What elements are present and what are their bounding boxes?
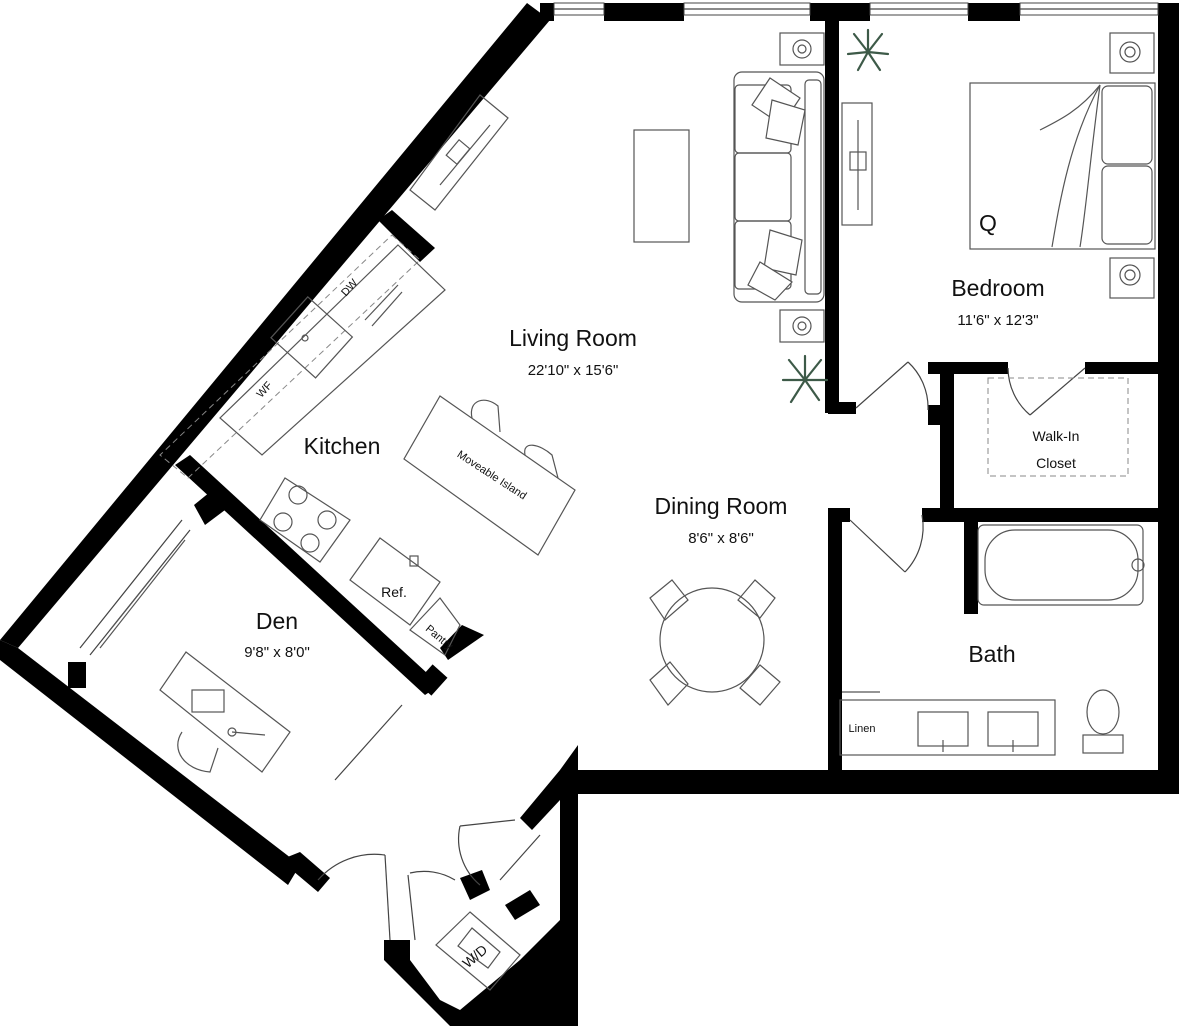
room-dims-living: 22'10" x 15'6" bbox=[528, 362, 619, 379]
walls bbox=[0, 3, 1179, 1026]
room-dims-bedroom: 11'6" x 12'3" bbox=[957, 312, 1038, 329]
doors bbox=[317, 361, 1086, 941]
furniture bbox=[99, 28, 1156, 991]
room-name-dining: Dining Room bbox=[655, 493, 788, 519]
island-label: Moveable Island bbox=[455, 449, 529, 503]
room-name-bath: Bath bbox=[968, 641, 1015, 667]
labels: Living Room 22'10" x 15'6" Bedroom 11'6"… bbox=[244, 210, 1079, 971]
washer-dryer bbox=[435, 911, 521, 991]
room-dims-den: 9'8" x 8'0" bbox=[244, 644, 310, 661]
room-name-den: Den bbox=[256, 608, 298, 634]
water-filter-label: WF bbox=[255, 379, 276, 400]
closet-label-line1: Walk-In bbox=[1033, 428, 1080, 444]
bed bbox=[969, 82, 1156, 250]
room-dims-dining: 8'6" x 8'6" bbox=[688, 530, 754, 547]
dining-table bbox=[649, 579, 781, 706]
closet-label-line2: Closet bbox=[1036, 455, 1076, 471]
dishwasher-label: DW bbox=[339, 277, 361, 299]
moveable-island bbox=[403, 395, 576, 556]
plant-icon bbox=[846, 28, 890, 72]
fridge-label: Ref. bbox=[381, 584, 407, 600]
bed-size-label: Q bbox=[979, 210, 997, 236]
room-name-living: Living Room bbox=[509, 325, 637, 351]
sofa bbox=[733, 71, 825, 303]
room-name-bedroom: Bedroom bbox=[951, 275, 1044, 301]
toilet bbox=[1082, 689, 1124, 754]
room-name-kitchen: Kitchen bbox=[304, 433, 381, 459]
desk bbox=[159, 651, 291, 773]
plant-icon bbox=[781, 354, 829, 404]
bathtub bbox=[977, 524, 1145, 606]
linen-label: Linen bbox=[849, 723, 876, 735]
